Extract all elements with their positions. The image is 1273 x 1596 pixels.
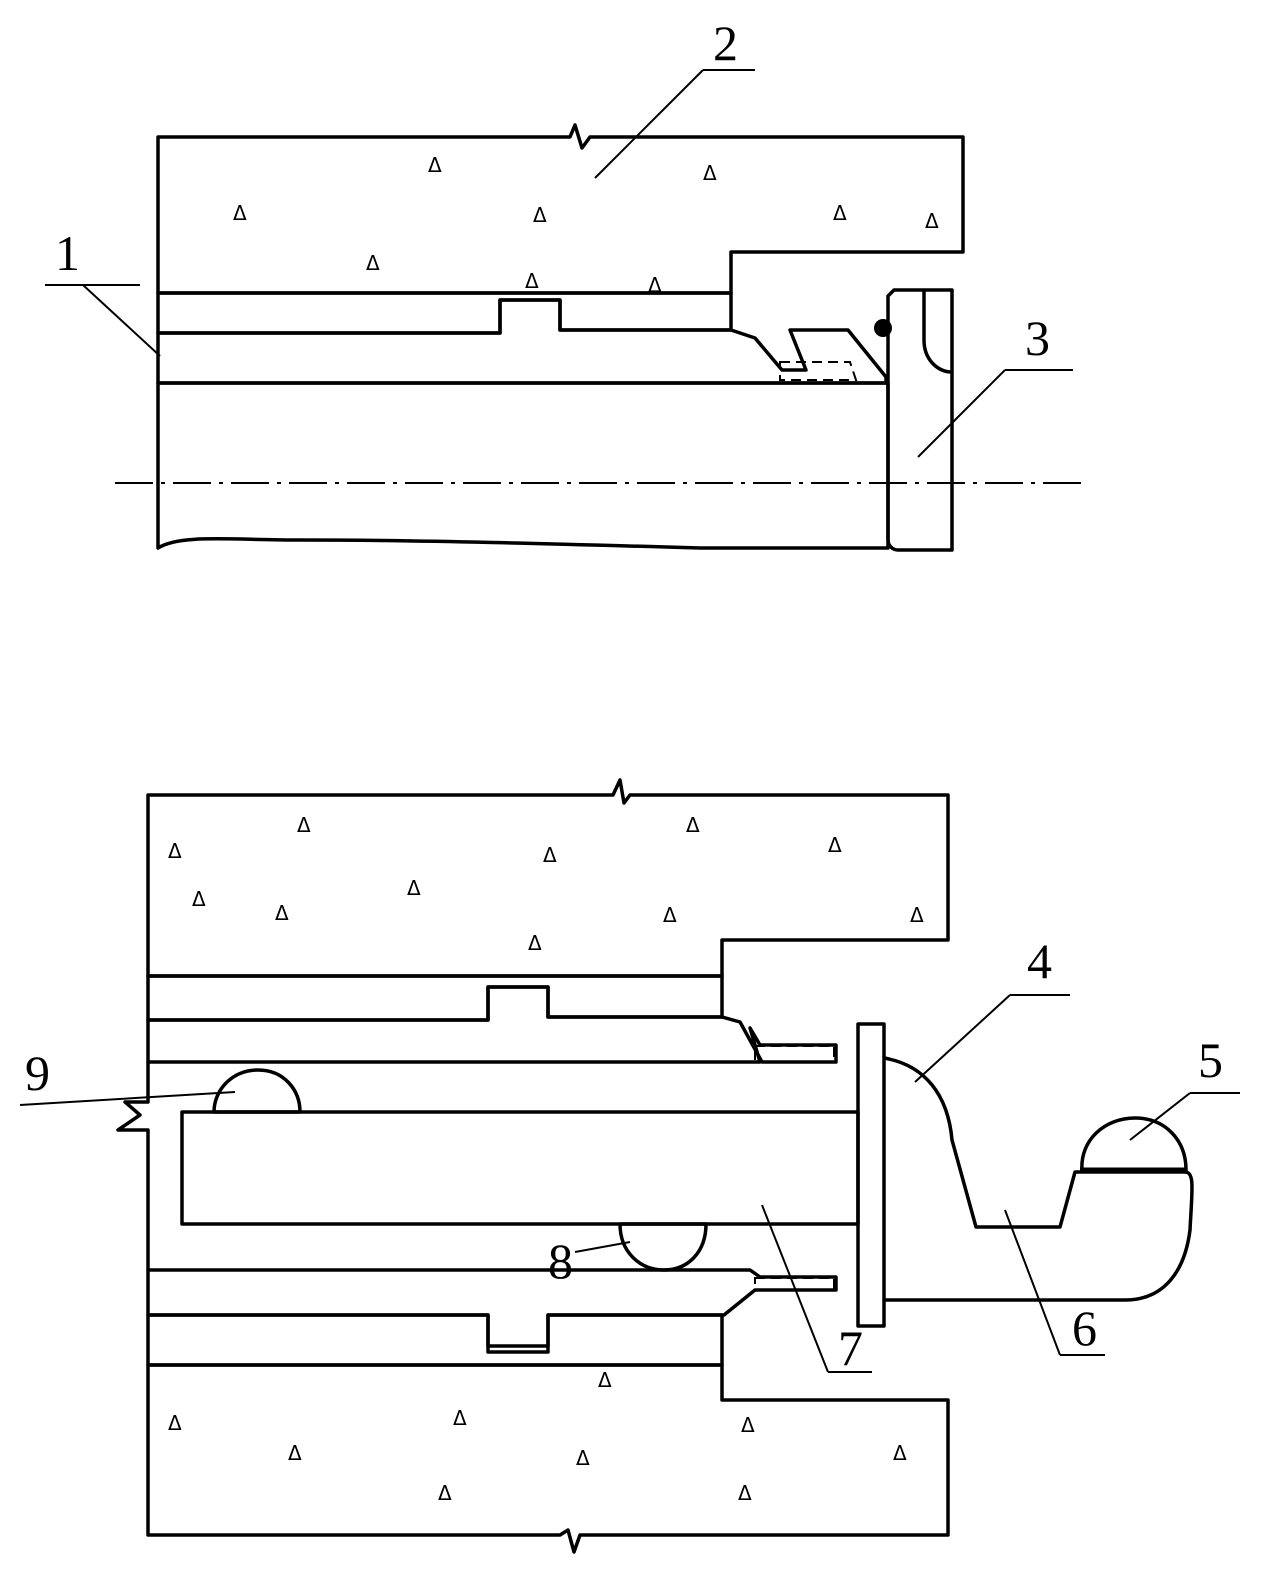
svg-text:Δ: Δ <box>407 876 421 900</box>
pipe-wall-upper <box>146 985 838 1064</box>
label-2: 2 <box>713 15 738 71</box>
svg-text:Δ: Δ <box>438 1481 452 1505</box>
leader-7 <box>761 1204 829 1373</box>
bag-valve <box>1080 1116 1188 1172</box>
concrete-wall-upper <box>146 778 950 978</box>
svg-text:Δ: Δ <box>828 833 842 857</box>
leader-8 <box>574 1241 631 1253</box>
svg-text:Δ: Δ <box>233 201 247 225</box>
grout-layer-upper <box>146 974 724 1022</box>
svg-text:Δ: Δ <box>910 903 924 927</box>
grout-layer-lower <box>146 1313 724 1367</box>
concrete-wall-lower <box>146 1363 950 1554</box>
svg-text:Δ: Δ <box>663 903 677 927</box>
seal-packing-upper <box>754 1045 835 1063</box>
label-1: 1 <box>55 225 80 281</box>
svg-text:Δ: Δ <box>168 1411 182 1435</box>
seal-packing-top <box>779 361 858 381</box>
end-plug <box>886 288 954 552</box>
label-6: 6 <box>1072 1300 1097 1356</box>
plug-bar <box>180 1110 860 1226</box>
gasket-9 <box>212 1068 302 1114</box>
label-7: 7 <box>838 1320 863 1376</box>
aggregate-marks-lower: Δ Δ Δ Δ Δ Δ Δ Δ Δ <box>168 1368 907 1505</box>
svg-text:Δ: Δ <box>833 201 847 225</box>
pipe-wall-top <box>156 298 888 385</box>
leader-4 <box>914 994 1011 1083</box>
svg-text:Δ: Δ <box>576 1446 590 1470</box>
svg-text:Δ: Δ <box>192 887 206 911</box>
pipe-interior-top <box>156 381 890 550</box>
label-9: 9 <box>25 1045 50 1101</box>
grout-layer-top <box>156 291 733 335</box>
svg-text:Δ: Δ <box>738 1481 752 1505</box>
gasket-8 <box>618 1222 708 1272</box>
leader-1b <box>82 284 161 357</box>
inflation-bag <box>883 1056 1194 1302</box>
svg-text:Δ: Δ <box>703 161 717 185</box>
label-4: 4 <box>1027 933 1052 989</box>
leader-3 <box>917 369 1006 458</box>
svg-text:Δ: Δ <box>648 273 662 297</box>
svg-text:Δ: Δ <box>543 843 557 867</box>
svg-text:Δ: Δ <box>275 901 289 925</box>
svg-text:Δ: Δ <box>525 269 539 293</box>
pipe-wall-lower <box>146 1268 838 1348</box>
svg-text:Δ: Δ <box>893 1441 907 1465</box>
leader-2 <box>594 69 704 179</box>
plug-recess <box>922 290 953 374</box>
svg-text:Δ: Δ <box>533 203 547 227</box>
svg-text:Δ: Δ <box>428 153 442 177</box>
svg-text:Δ: Δ <box>297 813 311 837</box>
top-view: Δ Δ Δ Δ Δ Δ Δ Δ Δ <box>45 69 1083 552</box>
svg-text:Δ: Δ <box>528 931 542 955</box>
svg-text:Δ: Δ <box>598 1368 612 1392</box>
cavity-outline <box>116 1062 150 1270</box>
label-3: 3 <box>1025 310 1050 366</box>
svg-text:Δ: Δ <box>741 1413 755 1437</box>
svg-text:Δ: Δ <box>168 839 182 863</box>
end-plate <box>856 1022 886 1328</box>
leader-6 <box>1004 1209 1061 1356</box>
aggregate-marks: Δ Δ Δ Δ Δ Δ Δ Δ Δ <box>233 153 939 297</box>
label-5: 5 <box>1198 1032 1223 1088</box>
seal-packing-lower <box>754 1277 835 1291</box>
svg-text:Δ: Δ <box>288 1441 302 1465</box>
leader-9 <box>19 1091 236 1106</box>
svg-text:Δ: Δ <box>366 251 380 275</box>
svg-text:Δ: Δ <box>925 209 939 233</box>
svg-text:Δ: Δ <box>453 1406 467 1430</box>
svg-text:Δ: Δ <box>686 813 700 837</box>
leader-5 <box>1129 1092 1191 1141</box>
label-8: 8 <box>548 1233 573 1289</box>
